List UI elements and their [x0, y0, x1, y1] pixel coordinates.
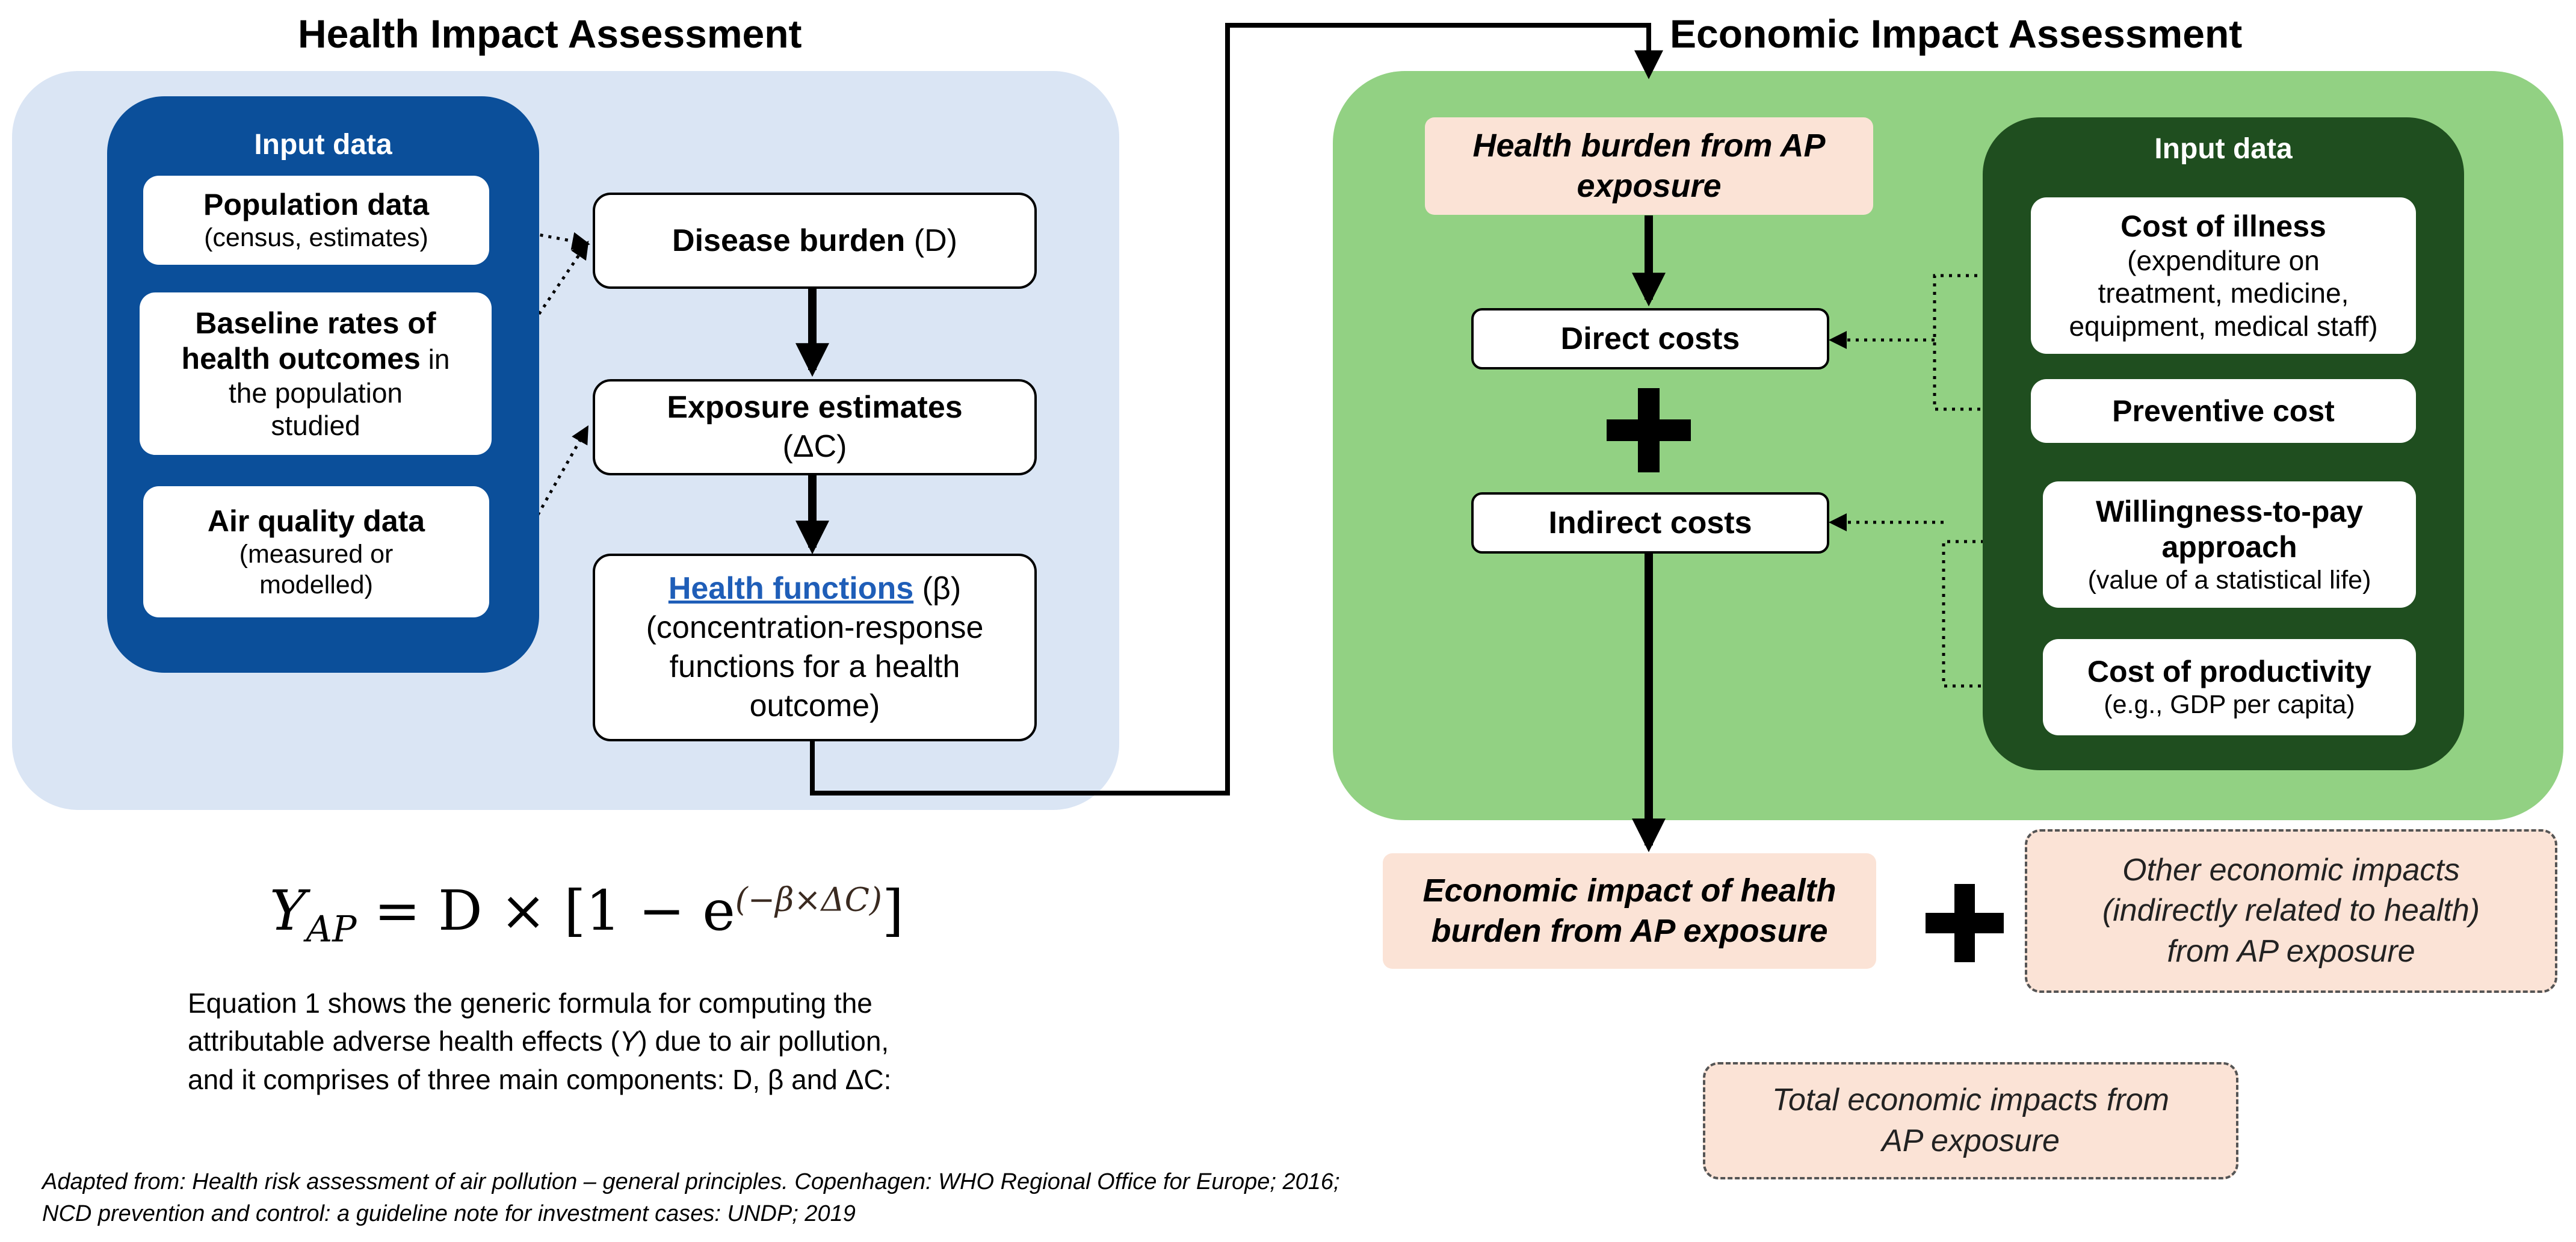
source-footnote: Adapted from: Health risk assessment of … — [42, 1166, 1847, 1230]
cost-of-illness-line1: (expenditure on — [2127, 245, 2320, 277]
disease-burden-box: Disease burden (D) — [593, 193, 1037, 289]
population-data-title: Population data — [203, 188, 429, 222]
baseline-in: in — [420, 343, 450, 375]
disease-burden-label: Disease burden (D) — [672, 223, 957, 258]
equation-lhs: Y — [270, 879, 306, 943]
health-input-data-title: Input data — [254, 129, 392, 161]
plus-icon-costs — [1607, 388, 1691, 472]
health-section-title: Health Impact Assessment — [298, 11, 802, 56]
baseline-health-outcomes: health outcomes — [181, 341, 421, 375]
equation-exponent: (−β×ΔC) — [735, 880, 882, 919]
indirect-costs-box: Indirect costs — [1471, 492, 1829, 554]
health-burden-line1: Health burden from AP — [1472, 127, 1826, 164]
direct-costs-box: Direct costs — [1471, 308, 1829, 369]
economic-section-title: Economic Impact Assessment — [1670, 11, 2243, 56]
preventive-cost-label: Preventive cost — [2112, 394, 2335, 428]
cost-of-productivity-box: Cost of productivity (e.g., GDP per capi… — [2043, 639, 2416, 735]
economic-impact-line1: Economic impact of health — [1422, 872, 1836, 909]
cost-of-productivity-detail: (e.g., GDP per capita) — [2104, 690, 2355, 720]
cost-of-productivity-title: Cost of productivity — [2087, 655, 2372, 689]
wtp-line1: Willingness-to-pay — [2095, 494, 2364, 528]
cost-of-illness-line3: equipment, medical staff) — [2069, 310, 2378, 342]
total-impacts-line2: AP exposure — [1882, 1123, 2060, 1158]
wtp-detail: (value of a statistical life) — [2087, 565, 2371, 595]
baseline-line4: studied — [271, 410, 360, 441]
preventive-cost-box: Preventive cost — [2031, 379, 2416, 443]
other-impacts-line3: from AP exposure — [2167, 933, 2415, 969]
footnote-line1: Adapted from: Health risk assessment of … — [42, 1169, 1340, 1194]
economic-impact-line2: burden from AP exposure — [1431, 913, 1828, 949]
footnote-line2: NCD prevention and control: a guideline … — [42, 1201, 856, 1227]
baseline-rates-box: Baseline rates of health outcomes in the… — [140, 292, 492, 455]
wtp-line2: approach — [2161, 530, 2297, 564]
total-impacts-line1: Total economic impacts from — [1772, 1082, 2169, 1117]
exposure-estimates-symbol: (ΔC) — [782, 429, 847, 464]
equation-close: ] — [882, 879, 904, 943]
health-functions-line1: Health functions (β) — [668, 571, 962, 606]
equation-desc-line3: and it comprises of three main component… — [188, 1063, 892, 1095]
health-functions-line3: functions for a health — [669, 649, 960, 684]
health-functions-line4: outcome) — [749, 688, 880, 723]
air-quality-detail-1: (measured or — [239, 539, 394, 569]
air-quality-title: Air quality data — [207, 504, 425, 538]
baseline-line1: Baseline rates of — [195, 306, 436, 340]
population-data-box: Population data (census, estimates) — [143, 176, 489, 265]
health-burden-line2: exposure — [1577, 168, 1722, 204]
cost-of-illness-title: Cost of illness — [2120, 209, 2326, 244]
health-burden-box: Health burden from AP exposure — [1425, 117, 1873, 215]
willingness-to-pay-box: Willingness-to-pay approach (value of a … — [2043, 481, 2416, 608]
equation-description: Equation 1 shows the generic formula for… — [188, 984, 1090, 1099]
air-quality-detail-2: modelled) — [259, 570, 373, 599]
population-data-detail: (census, estimates) — [204, 223, 428, 253]
equation-middle: = D × [1 − e — [356, 879, 735, 943]
economic-impact-box: Economic impact of health burden from AP… — [1383, 853, 1876, 969]
other-economic-impacts-box: Other economic impacts (indirectly relat… — [2025, 829, 2557, 993]
dotted-bracket-direct — [1933, 274, 2028, 411]
exposure-estimates-label: Exposure estimates — [667, 390, 963, 425]
equation-desc-line1: Equation 1 shows the generic formula for… — [188, 987, 873, 1019]
equation-desc-line2: attributable adverse health effects (Y) … — [188, 1025, 889, 1057]
cost-of-illness-box: Cost of illness (expenditure on treatmen… — [2031, 197, 2416, 354]
baseline-line2: health outcomes in — [182, 341, 450, 377]
equation-lhs-subscript: AP — [306, 908, 357, 951]
dotted-bracket-indirect — [1942, 540, 2043, 688]
exposure-estimates-box: Exposure estimates (ΔC) — [593, 379, 1037, 475]
cross-panel-connector — [810, 23, 1663, 796]
health-functions-link[interactable]: Health functions — [668, 571, 914, 606]
economic-input-data-title: Input data — [2154, 133, 2293, 165]
air-quality-box: Air quality data (measured or modelled) — [143, 486, 489, 617]
plus-icon-outcomes — [1926, 884, 2004, 962]
baseline-line3: the population — [228, 377, 403, 409]
health-functions-box: Health functions (β) (concentration-resp… — [593, 554, 1037, 741]
equation-formula: YAP = D × [1 − e(−β×ΔC)] — [270, 879, 904, 950]
other-impacts-line2: (indirectly related to health) — [2102, 893, 2480, 928]
other-impacts-line1: Other economic impacts — [2122, 852, 2460, 888]
total-economic-impacts-box: Total economic impacts from AP exposure — [1703, 1062, 2238, 1179]
health-functions-line2: (concentration-response — [646, 610, 984, 645]
cost-of-illness-line2: treatment, medicine, — [2098, 277, 2349, 309]
